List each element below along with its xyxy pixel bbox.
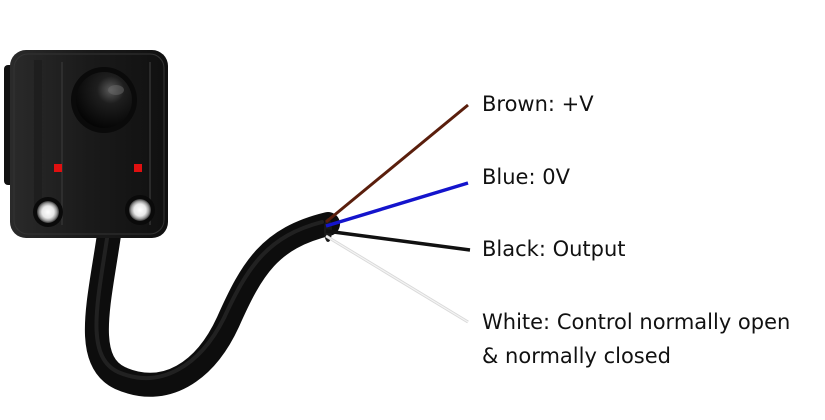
cable [84, 212, 340, 397]
indicator-led-left [54, 164, 62, 172]
wire-label-blue: Blue: 0V [482, 165, 570, 189]
mounting-hole-left [33, 197, 63, 227]
lens [71, 67, 137, 133]
wire-label-brown: Brown: +V [482, 92, 594, 116]
wires [325, 103, 471, 324]
wire-label-black: Black: Output [482, 237, 626, 261]
mounting-hole-right [125, 195, 155, 225]
wire-label-white: White: Control normally open & normally … [482, 305, 790, 373]
sensor-body [4, 50, 168, 238]
wire-label-white-line1: White: Control normally open [482, 310, 791, 334]
wire-blue [325, 181, 469, 228]
wire-brown [325, 103, 469, 224]
wire-label-white-line2: & normally closed [482, 344, 671, 368]
wire-black [325, 229, 471, 252]
indicator-led-right [134, 164, 142, 172]
